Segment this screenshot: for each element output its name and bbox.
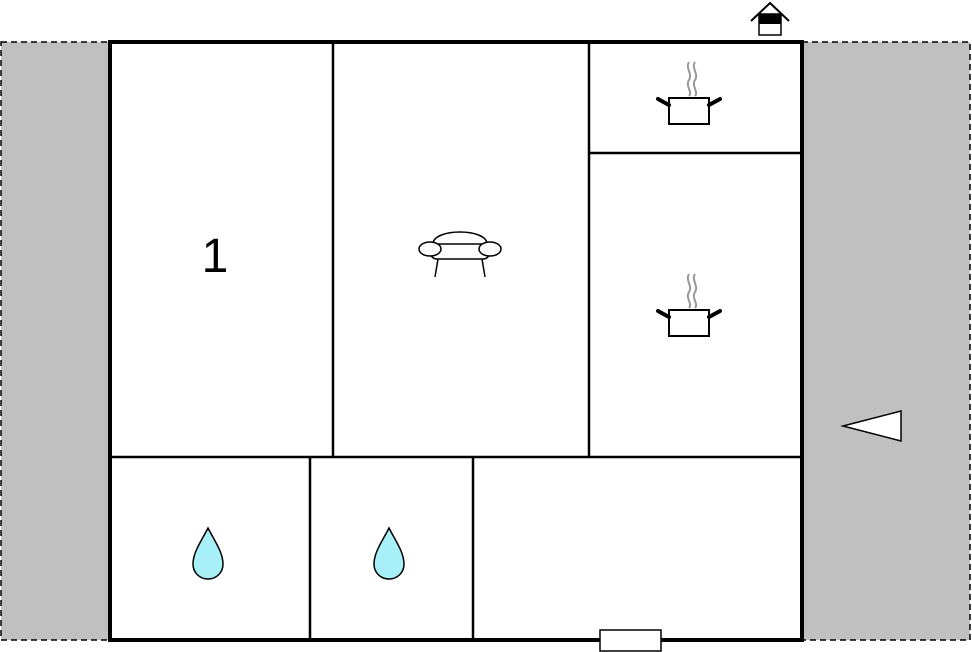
door-icon: [599, 629, 662, 652]
room-bedroom-1: 1: [202, 230, 229, 283]
interior-walls: [110, 42, 802, 640]
house-icon: [750, 1, 790, 36]
room-number-label: 1: [202, 230, 229, 283]
sofa-icon: [418, 231, 502, 278]
outer-wall: [108, 40, 804, 642]
triangle-pointer-icon: [840, 410, 902, 442]
room-hall: [474, 458, 801, 639]
room-living-room: [418, 231, 502, 278]
house-interior: [110, 42, 802, 640]
terrace-left: [0, 41, 111, 641]
terrace-right: [801, 41, 971, 641]
